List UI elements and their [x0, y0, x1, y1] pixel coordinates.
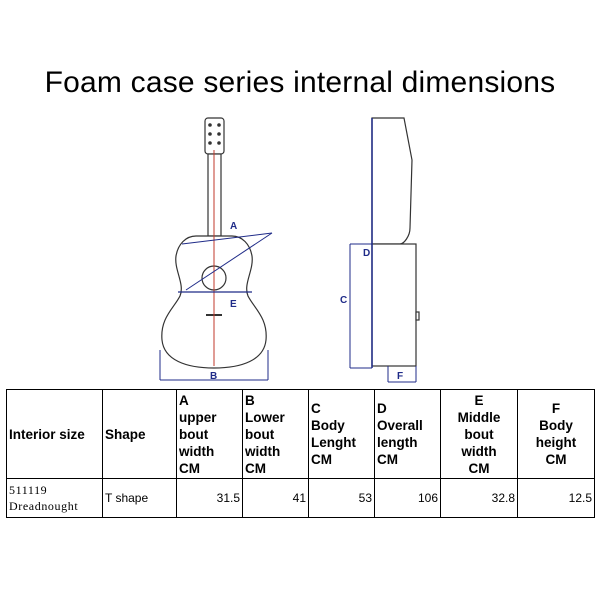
header-interior-size: Interior size	[6, 389, 103, 479]
tuning-pegs	[208, 123, 221, 145]
dimensions-table: Interior size Shape A upper bout width C…	[6, 389, 595, 518]
label-c: C	[340, 295, 347, 306]
dimension-f-body-height	[387, 366, 417, 383]
table-row: 511119 Dreadnought T shape 31.5 41 53 10…	[6, 478, 595, 518]
label-b: B	[210, 371, 217, 382]
dimension-b-lower-bout	[159, 350, 269, 381]
headstock	[204, 117, 225, 155]
cell-e: 32.8	[440, 478, 518, 518]
dimension-c-body-length	[349, 243, 372, 369]
guitar-diagram: A E B D C F	[159, 117, 420, 383]
table-header-row: Interior size Shape A upper bout width C…	[6, 389, 595, 479]
label-f: F	[397, 371, 403, 382]
page-title: Foam case series internal dimensions	[44, 66, 556, 99]
label-a: A	[230, 221, 237, 232]
label-e: E	[230, 299, 237, 310]
cell-f: 12.5	[517, 478, 595, 518]
side-body	[371, 243, 417, 367]
header-e: E Middle bout width CM	[440, 389, 518, 479]
header-d: D Overall length CM	[374, 389, 441, 479]
cell-c: 53	[308, 478, 375, 518]
guitar-side-view	[371, 117, 420, 367]
strap-button	[415, 311, 420, 321]
side-headstock-and-neck	[371, 117, 413, 245]
dimension-a-upper-bout	[181, 232, 273, 291]
guitar-front-view	[161, 117, 267, 369]
header-a: A upper bout width CM	[176, 389, 243, 479]
cell-shape: T shape	[102, 478, 177, 518]
label-d: D	[363, 248, 370, 259]
header-b: B Lower bout width CM	[242, 389, 309, 479]
cell-a: 31.5	[176, 478, 243, 518]
header-c: C Body Lenght CM	[308, 389, 375, 479]
cell-d: 106	[374, 478, 441, 518]
header-f: F Body height CM	[517, 389, 595, 479]
header-shape: Shape	[102, 389, 177, 479]
cell-b: 41	[242, 478, 309, 518]
cell-interior-size: 511119 Dreadnought	[6, 478, 103, 518]
